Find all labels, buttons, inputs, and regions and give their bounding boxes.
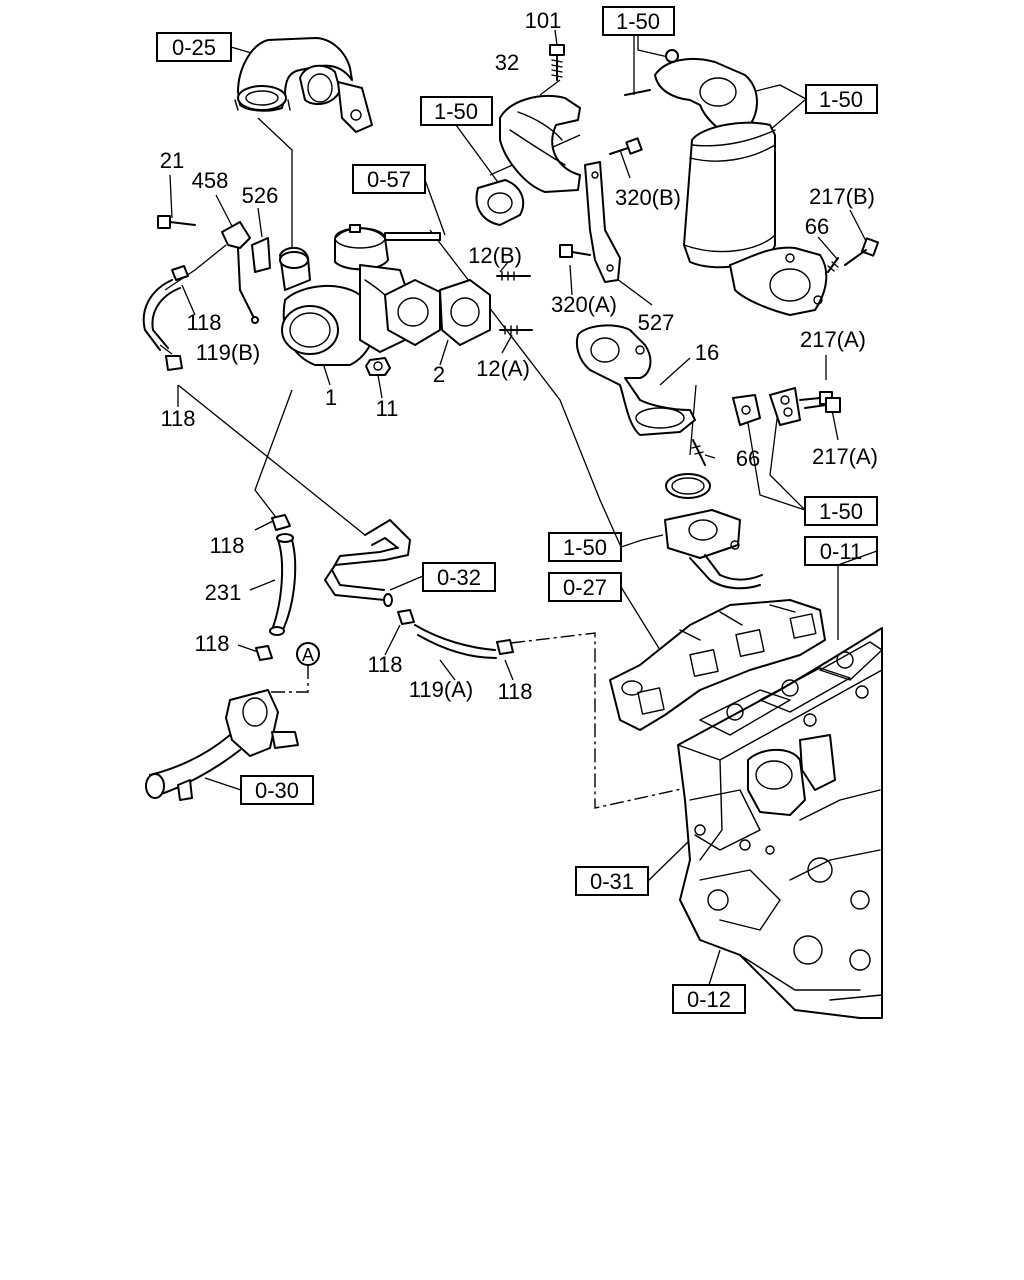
callout-119b: 119(B) [196,340,260,365]
ref-box-1-50-lower-right[interactable]: 1-50 [804,496,878,526]
ref-box-0-27[interactable]: 0-27 [548,572,622,602]
oil-feed-pipe-458 [221,221,259,324]
hose-231 [269,533,297,636]
gasket-flange [475,179,525,226]
callout-66-top: 66 [805,214,829,239]
coolant-pipe-0-32 [324,519,411,607]
callout-118-d: 118 [194,631,229,656]
reference-circle-a: A [296,642,320,666]
stud-66-mid [691,439,706,466]
stud-12a [499,325,533,335]
clamp-118-e [397,609,415,625]
callout-66-mid: 66 [736,446,760,471]
clamp-118-a [171,265,189,281]
nut-11 [365,357,391,376]
ref-box-0-57[interactable]: 0-57 [352,164,426,194]
ref-box-0-30[interactable]: 0-30 [240,775,314,805]
intake-elbow-pipe [234,37,373,133]
callout-12a: 12(A) [476,356,530,381]
svg-text:1-50: 1-50 [434,99,478,124]
svg-text:0-31: 0-31 [590,869,634,894]
callout-118-e: 118 [367,652,402,677]
ref-box-1-50-top[interactable]: 1-50 [602,6,675,36]
bracket-527 [584,161,621,283]
engine-cylinder-head-block [677,627,883,1019]
ref-box-0-25[interactable]: 0-25 [156,32,232,62]
callout-320a: 320(A) [551,292,617,317]
ref-box-1-50-shield[interactable]: 1-50 [420,96,493,126]
ref-box-0-11[interactable]: 0-11 [804,536,878,566]
hose-119a [414,624,497,659]
coolant-outlet-0-30 [145,689,299,801]
bracket-217a-right [769,387,801,426]
svg-text:0-30: 0-30 [255,778,299,803]
callout-119a: 119(A) [409,677,473,702]
callout-217b: 217(B) [809,184,875,209]
ref-box-0-32[interactable]: 0-32 [422,562,496,592]
ref-box-1-50-right[interactable]: 1-50 [805,84,878,114]
hose-119b [142,279,181,351]
callout-12b: 12(B) [468,243,522,268]
gasket-526 [251,237,271,273]
bolt-320b [609,137,643,155]
callout-458: 458 [192,168,229,193]
callout-11: 11 [376,396,399,421]
callout-118-b: 118 [160,406,195,431]
callout-527: 527 [638,310,675,335]
ref-box-0-31[interactable]: 0-31 [575,866,649,896]
callout-32: 32 [495,50,519,75]
clamp-118-c [271,514,291,531]
callout-labels: 101 32 21 458 526 12(B) 320(B) 217(B) 66… [160,8,878,704]
svg-text:0-12: 0-12 [687,987,731,1012]
callout-231: 231 [205,580,242,605]
clamp-118-d [255,645,273,661]
svg-text:1-50: 1-50 [819,499,863,524]
callout-118-f: 118 [497,679,532,704]
stud-12b [496,271,531,281]
exhaust-pipe-16 [575,324,696,436]
svg-text:A: A [302,645,314,665]
callout-217a-top: 217(A) [800,327,866,352]
bolt-320a [559,244,591,258]
svg-text:0-11: 0-11 [820,539,862,564]
callout-2: 2 [433,362,445,387]
vacuum-pipe-0-57 [384,232,441,241]
callout-118-a: 118 [186,310,221,335]
svg-text:1-50: 1-50 [616,9,660,34]
callout-320b: 320(B) [615,185,681,210]
heat-shield-32 [499,95,581,193]
callout-16: 16 [695,340,719,365]
clamp-118-f [496,639,514,655]
svg-text:0-27: 0-27 [563,575,607,600]
turbocharger-1 [279,224,441,366]
svg-text:0-32: 0-32 [437,565,481,590]
callout-118-c: 118 [209,533,244,558]
bolt-1-50-top [624,49,679,96]
callout-217a-bottom: 217(A) [812,444,878,469]
stud-66-top [827,257,839,273]
ref-box-0-12[interactable]: 0-12 [672,984,746,1014]
ring-gasket [665,473,711,499]
bracket-217a-left [732,394,761,426]
callout-526: 526 [242,183,279,208]
exhaust-flange-lower [664,509,763,590]
clamp-118-b [165,355,183,371]
ref-box-1-50-mid[interactable]: 1-50 [548,532,622,562]
svg-text:1-50: 1-50 [819,87,863,112]
callout-1: 1 [325,385,337,410]
exhaust-manifold-0-27 [609,599,826,731]
bolt-101 [549,44,565,81]
svg-text:1-50: 1-50 [563,535,607,560]
svg-text:0-25: 0-25 [172,35,216,60]
svg-text:0-57: 0-57 [367,167,411,192]
bolt-21 [157,215,196,229]
catalytic-converter [654,57,828,316]
gasket-2 [439,279,491,346]
callout-101: 101 [525,8,562,33]
callout-21: 21 [160,148,184,173]
bolt-217b [844,237,880,266]
bolt-217a-bottom [804,397,841,413]
